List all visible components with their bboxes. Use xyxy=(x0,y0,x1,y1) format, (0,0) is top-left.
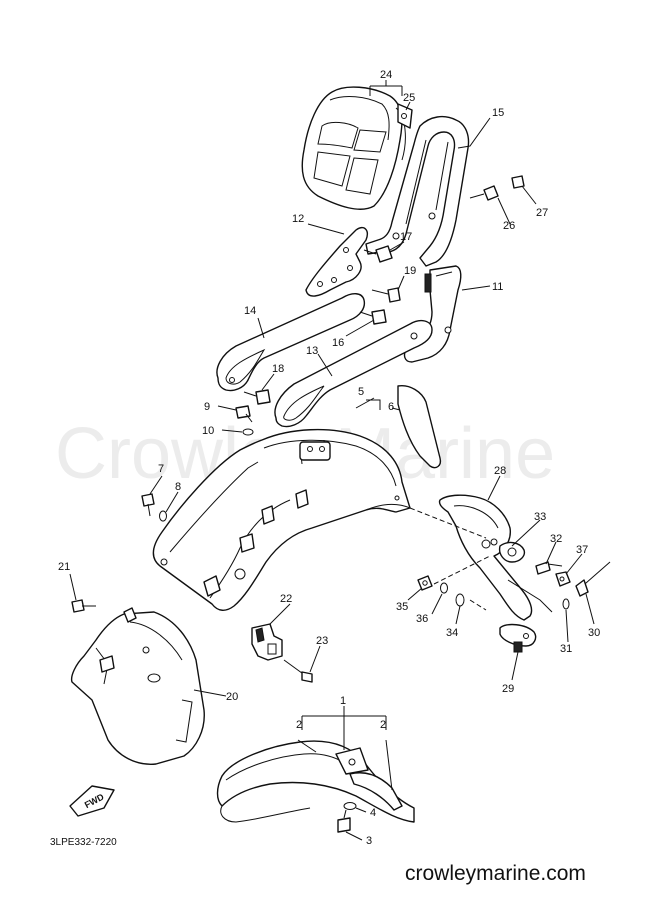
bolt-9 xyxy=(235,405,253,423)
bolt-26 xyxy=(469,185,499,201)
callout-9: 9 xyxy=(204,401,210,413)
callout-35: 35 xyxy=(396,601,408,613)
callout-13: 13 xyxy=(306,345,318,357)
tail-bracket xyxy=(438,494,553,621)
backrest-pad xyxy=(301,86,406,210)
callout-30: 30 xyxy=(588,627,600,639)
callout-23: 23 xyxy=(316,635,328,647)
callout-2-right: 2 xyxy=(380,719,386,731)
callout-36: 36 xyxy=(416,613,428,625)
callout-4: 4 xyxy=(370,807,376,819)
rear-fender xyxy=(152,428,411,611)
callout-labels: 24 25 15 26 27 12 17 19 11 16 14 13 18 9… xyxy=(58,69,600,847)
callout-1: 1 xyxy=(340,695,346,707)
fwd-arrow-icon: FWD xyxy=(69,785,115,817)
inner-fender-flap xyxy=(70,607,205,765)
seal-plate xyxy=(397,385,442,469)
callout-32: 32 xyxy=(550,533,562,545)
nut-35 xyxy=(417,575,433,591)
callout-31: 31 xyxy=(560,643,572,655)
washer-10 xyxy=(242,428,254,436)
bolt-7 xyxy=(141,493,155,517)
callout-8: 8 xyxy=(175,481,181,493)
grab-bar-upper xyxy=(216,293,366,392)
washer-8 xyxy=(159,510,167,522)
callout-6: 6 xyxy=(388,401,394,413)
callout-33: 33 xyxy=(534,511,546,523)
callout-2-left: 2 xyxy=(296,719,302,731)
bolt-19 xyxy=(371,287,401,303)
washer-31 xyxy=(562,598,570,610)
callout-20: 20 xyxy=(226,691,238,703)
callout-24: 24 xyxy=(380,69,392,81)
callout-15: 15 xyxy=(492,107,504,119)
bolt-16 xyxy=(359,309,387,325)
callout-12: 12 xyxy=(292,213,304,225)
callout-17: 17 xyxy=(400,231,412,243)
bolt-21 xyxy=(71,599,96,613)
callout-26: 26 xyxy=(503,220,515,232)
callout-37: 37 xyxy=(576,544,588,556)
callout-28: 28 xyxy=(494,465,506,477)
callout-34: 34 xyxy=(446,627,458,639)
washer-4 xyxy=(343,802,357,810)
washer-34 xyxy=(455,593,465,607)
callout-10: 10 xyxy=(202,425,214,437)
leader-lines xyxy=(69,80,595,841)
callout-19: 19 xyxy=(404,265,416,277)
reflector-plate xyxy=(499,623,537,653)
callout-27: 27 xyxy=(536,207,548,219)
diagram-code: 3LPE332-7220 xyxy=(50,837,117,848)
rivet xyxy=(575,561,611,597)
bolt-23 xyxy=(283,659,313,683)
bolt-32 xyxy=(535,561,563,575)
side-bracket xyxy=(305,226,368,297)
callout-11: 11 xyxy=(492,281,503,293)
nut-27 xyxy=(511,175,525,189)
bracket-22 xyxy=(251,623,283,661)
backrest-frame xyxy=(365,115,470,267)
front-fender xyxy=(216,740,415,823)
callout-25: 25 xyxy=(403,92,415,104)
callout-29: 29 xyxy=(502,683,514,695)
callout-14: 14 xyxy=(244,305,256,317)
callout-5: 5 xyxy=(358,386,364,398)
bolt-18 xyxy=(243,389,271,405)
washer-36 xyxy=(440,582,448,594)
nut-37 xyxy=(555,571,571,587)
callout-7: 7 xyxy=(158,463,164,475)
callout-18: 18 xyxy=(272,363,284,375)
grab-bar-lower xyxy=(274,319,433,428)
callout-3: 3 xyxy=(366,835,372,847)
site-url[interactable]: crowleymarine.com xyxy=(405,862,586,885)
callout-16: 16 xyxy=(332,337,344,349)
bolt-3 xyxy=(337,809,351,833)
bolt-17 xyxy=(363,245,393,263)
callout-22: 22 xyxy=(280,593,292,605)
callout-21: 21 xyxy=(58,561,70,573)
